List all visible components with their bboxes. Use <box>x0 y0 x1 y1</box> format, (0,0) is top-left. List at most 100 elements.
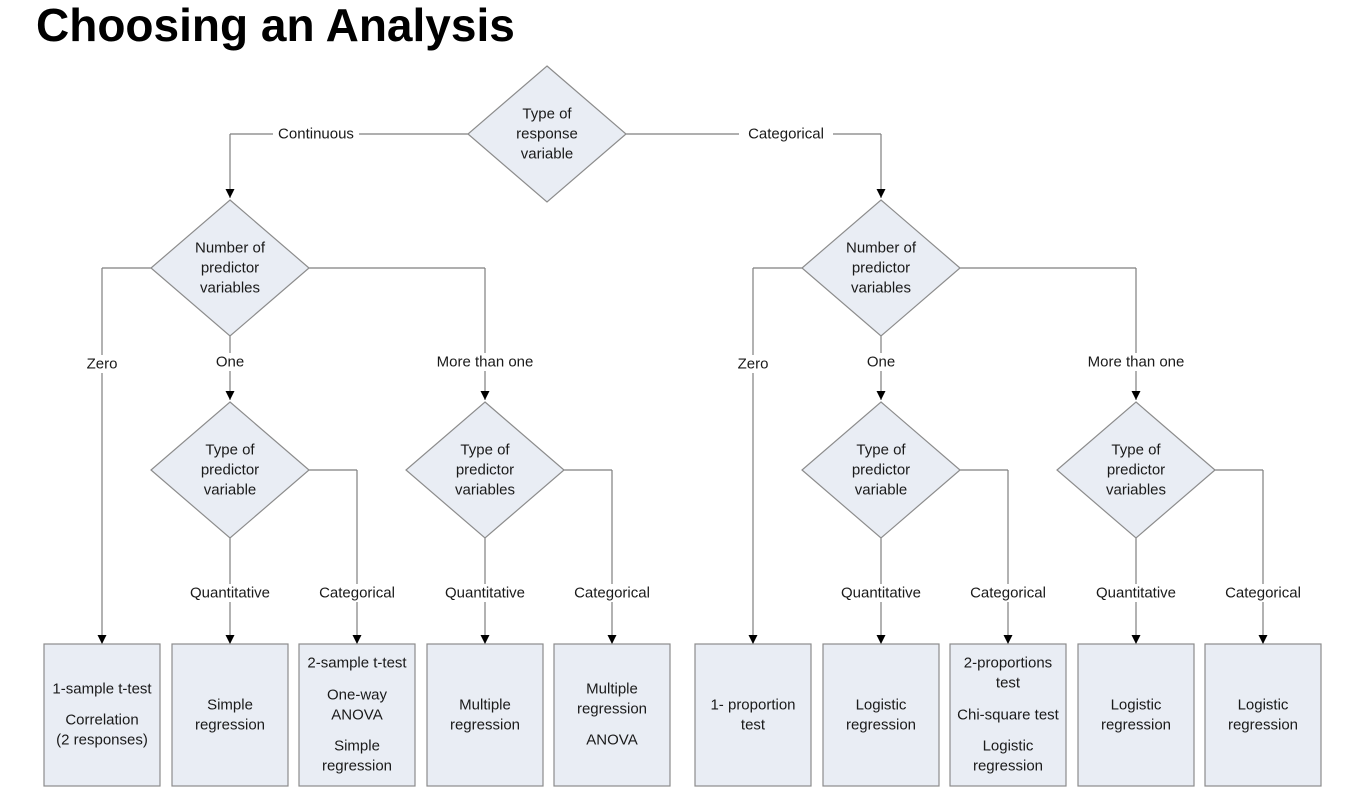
multiple-regression-anova-box-line: regression <box>577 701 647 718</box>
simple-regression-box-line: regression <box>195 717 265 734</box>
two-proportions-test-box-line: test <box>996 675 1021 692</box>
categorical-one-type-diamond-shape <box>801 401 961 539</box>
arrowhead <box>607 635 617 644</box>
logistic-regression-box-line: regression <box>846 717 916 734</box>
categorical-one-type-diamond-text-line: Type of <box>856 442 906 459</box>
response-type-diamond-text-line: variable <box>521 146 574 163</box>
categorical-one-type-diamond-text-line: predictor <box>852 462 910 479</box>
arrowhead <box>225 189 235 198</box>
categorical-predictor-count-diamond-text-line: Number of <box>846 240 917 257</box>
one-proportion-test-box-line: test <box>741 717 766 734</box>
one-proportion-test-box-line: 1- proportion <box>710 697 795 714</box>
categorical-more-quantitative-label-text: Quantitative <box>1096 585 1176 602</box>
response-type-diamond-text-line: response <box>516 126 578 143</box>
logistic-regression-multi-cat-box-line: regression <box>1228 717 1298 734</box>
two-proportions-test-box-line: 2-proportions <box>964 655 1052 672</box>
continuous-branch-label-text: Continuous <box>278 126 354 143</box>
categorical-more-type-diamond-shape <box>1056 401 1216 539</box>
arrowhead <box>225 391 235 400</box>
two-sample-t-test-box: 2-sample t-testOne-wayANOVASimpleregress… <box>298 643 416 787</box>
page-title: Choosing an Analysis <box>36 0 515 51</box>
categorical-branch-label-text: Categorical <box>748 126 824 143</box>
continuous-more-categorical-label-text: Categorical <box>574 585 650 602</box>
categorical-one-quantitative-label: Quantitative <box>830 584 932 602</box>
multiple-regression-box-shape <box>426 643 544 787</box>
continuous-one-categorical-label: Categorical <box>310 584 404 602</box>
categorical-one-categorical-label-text: Categorical <box>970 585 1046 602</box>
continuous-one-categorical-label-background <box>310 584 404 602</box>
response-type-diamond-text-line: Type of <box>522 106 572 123</box>
arrowhead <box>1258 635 1268 644</box>
continuous-predictor-count-diamond-text-line: predictor <box>201 260 259 277</box>
categorical-more-label-text: More than one <box>1088 354 1185 371</box>
categorical-one-type-diamond-text-line: variable <box>855 482 908 499</box>
categorical-predictor-count-diamond-text-line: predictor <box>852 260 910 277</box>
arrowhead <box>225 635 235 644</box>
categorical-zero-label-text: Zero <box>738 356 769 373</box>
continuous-one-categorical-label-text: Categorical <box>319 585 395 602</box>
continuous-zero-label-text: Zero <box>87 356 118 373</box>
two-sample-t-test-box-line: One-way <box>327 687 388 704</box>
simple-regression-box-shape <box>171 643 289 787</box>
continuous-one-label: One <box>215 353 245 371</box>
categorical-predictor-count-diamond-shape <box>801 199 961 337</box>
continuous-one-type-diamond-text-line: Type of <box>205 442 255 459</box>
arrowhead <box>97 635 107 644</box>
multiple-regression-box-line: regression <box>450 717 520 734</box>
categorical-more-quantitative-label-background <box>1085 584 1187 602</box>
arrowhead <box>1131 635 1141 644</box>
continuous-one-type-diamond-shape <box>150 401 310 539</box>
arrowhead <box>1131 391 1141 400</box>
continuous-predictor-count-diamond-text-line: Number of <box>195 240 266 257</box>
logistic-regression-box-shape <box>822 643 940 787</box>
categorical-more-type-diamond-text-line: Type of <box>1111 442 1161 459</box>
continuous-more-label-text: More than one <box>437 354 534 371</box>
logistic-regression-multi-cat-box-shape <box>1204 643 1322 787</box>
continuous-one-type-diamond-text-line: predictor <box>201 462 259 479</box>
two-proportions-test-box-line: regression <box>973 758 1043 775</box>
arrowhead <box>1003 635 1013 644</box>
categorical-more-label: More than one <box>1081 353 1191 371</box>
arrowhead <box>352 635 362 644</box>
two-sample-t-test-box-line: 2-sample t-test <box>307 655 407 672</box>
continuous-predictor-count-diamond-shape <box>150 199 310 337</box>
continuous-one-label-text: One <box>216 354 244 371</box>
multiple-regression-anova-box-line: ANOVA <box>586 732 637 749</box>
categorical-more-type-diamond-text-line: predictor <box>1107 462 1165 479</box>
arrowhead <box>748 635 758 644</box>
arrowhead <box>876 391 886 400</box>
categorical-zero-label-background <box>734 355 772 373</box>
continuous-more-quantitative-label: Quantitative <box>434 584 536 602</box>
logistic-regression-box-line: Logistic <box>856 697 907 714</box>
categorical-more-categorical-label-background <box>1216 584 1310 602</box>
one-proportion-test-box: 1- proportion test <box>694 643 812 787</box>
continuous-more-type-diamond-text-line: Type of <box>460 442 510 459</box>
continuous-more-type-diamond-text-line: predictor <box>456 462 514 479</box>
categorical-one-label: One <box>866 353 896 371</box>
continuous-one-type-diamond-text-line: variable <box>204 482 257 499</box>
continuous-more-categorical-label: Categorical <box>565 584 659 602</box>
categorical-branch-label: Categorical <box>739 125 833 143</box>
continuous-one-quantitative-label: Quantitative <box>179 584 281 602</box>
continuous-one-quantitative-label-text: Quantitative <box>190 585 270 602</box>
two-sample-t-test-box-line: regression <box>322 758 392 775</box>
categorical-one-type-diamond: Type of predictor variable <box>801 401 961 539</box>
continuous-branch-label: Continuous <box>273 125 359 143</box>
categorical-more-quantitative-label: Quantitative <box>1085 584 1187 602</box>
categorical-one-categorical-label-background <box>961 584 1055 602</box>
multiple-regression-anova-box-shape <box>553 643 671 787</box>
response-type-diamond: Type of response variable <box>467 65 627 203</box>
arrowhead <box>876 189 886 198</box>
arrowhead <box>480 391 490 400</box>
arrowhead <box>876 635 886 644</box>
logistic-regression-box: Logistic regression <box>822 643 940 787</box>
